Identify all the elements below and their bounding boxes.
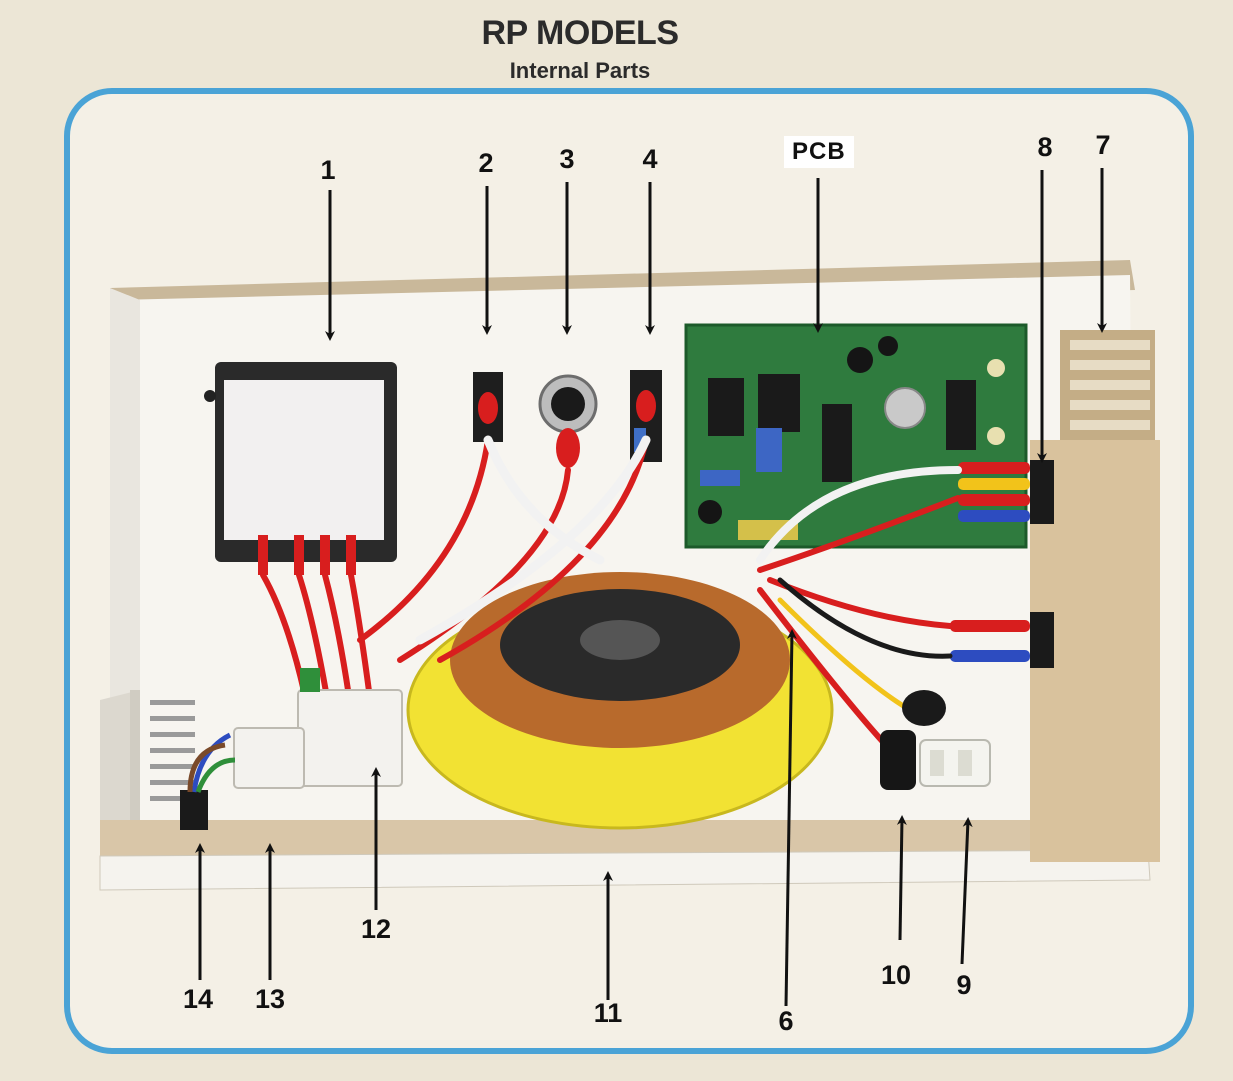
label-14: 14 bbox=[182, 984, 214, 1014]
label-11: 11 bbox=[593, 998, 623, 1028]
part-11-toroidal-transformer bbox=[406, 572, 834, 830]
arrow-9 bbox=[960, 817, 973, 965]
arrow-10 bbox=[896, 815, 907, 941]
label-1: 1 bbox=[320, 155, 336, 185]
part-3-fuse-holder bbox=[538, 374, 598, 468]
page-title: RP MODELS bbox=[481, 14, 679, 52]
part-9-terminal-block bbox=[919, 739, 991, 787]
label-13: 13 bbox=[254, 984, 286, 1014]
label-8: 8 bbox=[1037, 132, 1053, 162]
part-10-capacitor bbox=[880, 690, 946, 790]
label-10: 10 bbox=[880, 960, 912, 990]
label-6: 6 bbox=[778, 1006, 794, 1036]
label-9: 9 bbox=[956, 970, 972, 1000]
part-4-connector bbox=[630, 370, 662, 462]
label-7: 7 bbox=[1095, 130, 1111, 160]
part-1-block bbox=[204, 362, 397, 575]
arrow-6 bbox=[784, 629, 797, 1007]
part-8-terminals bbox=[950, 460, 1054, 668]
page-subtitle: Internal Parts bbox=[509, 58, 651, 83]
label-2: 2 bbox=[478, 148, 494, 178]
pointer-arrows bbox=[195, 168, 1107, 1007]
label-12: 12 bbox=[360, 914, 392, 944]
part-2-connector bbox=[473, 372, 503, 442]
part-13-terminal-strip bbox=[233, 727, 305, 789]
part-14-cable-gland bbox=[180, 732, 236, 830]
label-pcb: PCB bbox=[784, 136, 854, 168]
label-4: 4 bbox=[642, 144, 658, 174]
label-3: 3 bbox=[559, 144, 575, 174]
